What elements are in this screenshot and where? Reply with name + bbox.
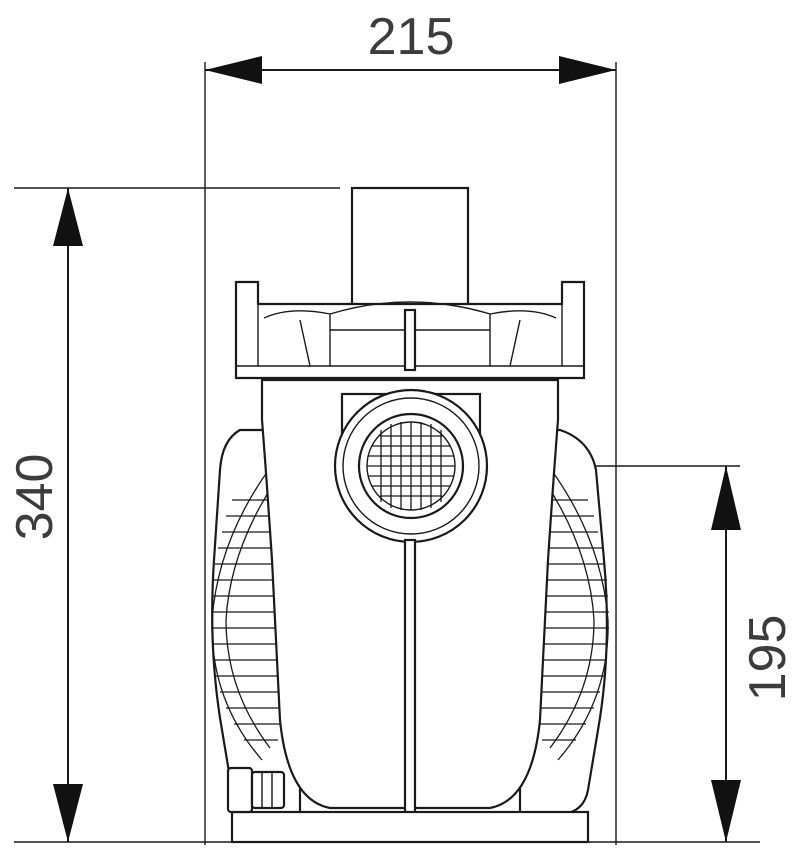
width-arrow-left bbox=[205, 56, 262, 84]
height-dimension: 340 bbox=[6, 188, 83, 842]
drain-plug-cap bbox=[226, 766, 254, 814]
center-rib bbox=[403, 538, 417, 830]
strainer-lid bbox=[234, 280, 586, 380]
inlet-height-label: 195 bbox=[739, 615, 797, 702]
cooling-fins-right bbox=[530, 467, 609, 761]
height-label: 340 bbox=[6, 454, 64, 541]
width-label: 215 bbox=[368, 8, 455, 66]
inlet-port bbox=[333, 388, 489, 544]
outlet-pipe bbox=[350, 186, 470, 308]
inlet-height-dimension: 195 bbox=[711, 466, 797, 842]
drain-plug-body bbox=[250, 770, 286, 810]
lid-handle bbox=[403, 308, 417, 372]
inlet-screen bbox=[367, 422, 455, 510]
inlet-arrow-top bbox=[711, 466, 741, 530]
cooling-fins-left bbox=[211, 467, 290, 761]
base-plate bbox=[230, 810, 590, 844]
height-arrow-bottom bbox=[53, 784, 83, 842]
height-arrow-top bbox=[53, 188, 83, 246]
pump-outline bbox=[211, 186, 609, 844]
inlet-arrow-bottom bbox=[711, 780, 741, 842]
width-dimension: 215 bbox=[205, 8, 616, 84]
drain-plug bbox=[226, 766, 286, 814]
width-arrow-right bbox=[559, 56, 616, 84]
